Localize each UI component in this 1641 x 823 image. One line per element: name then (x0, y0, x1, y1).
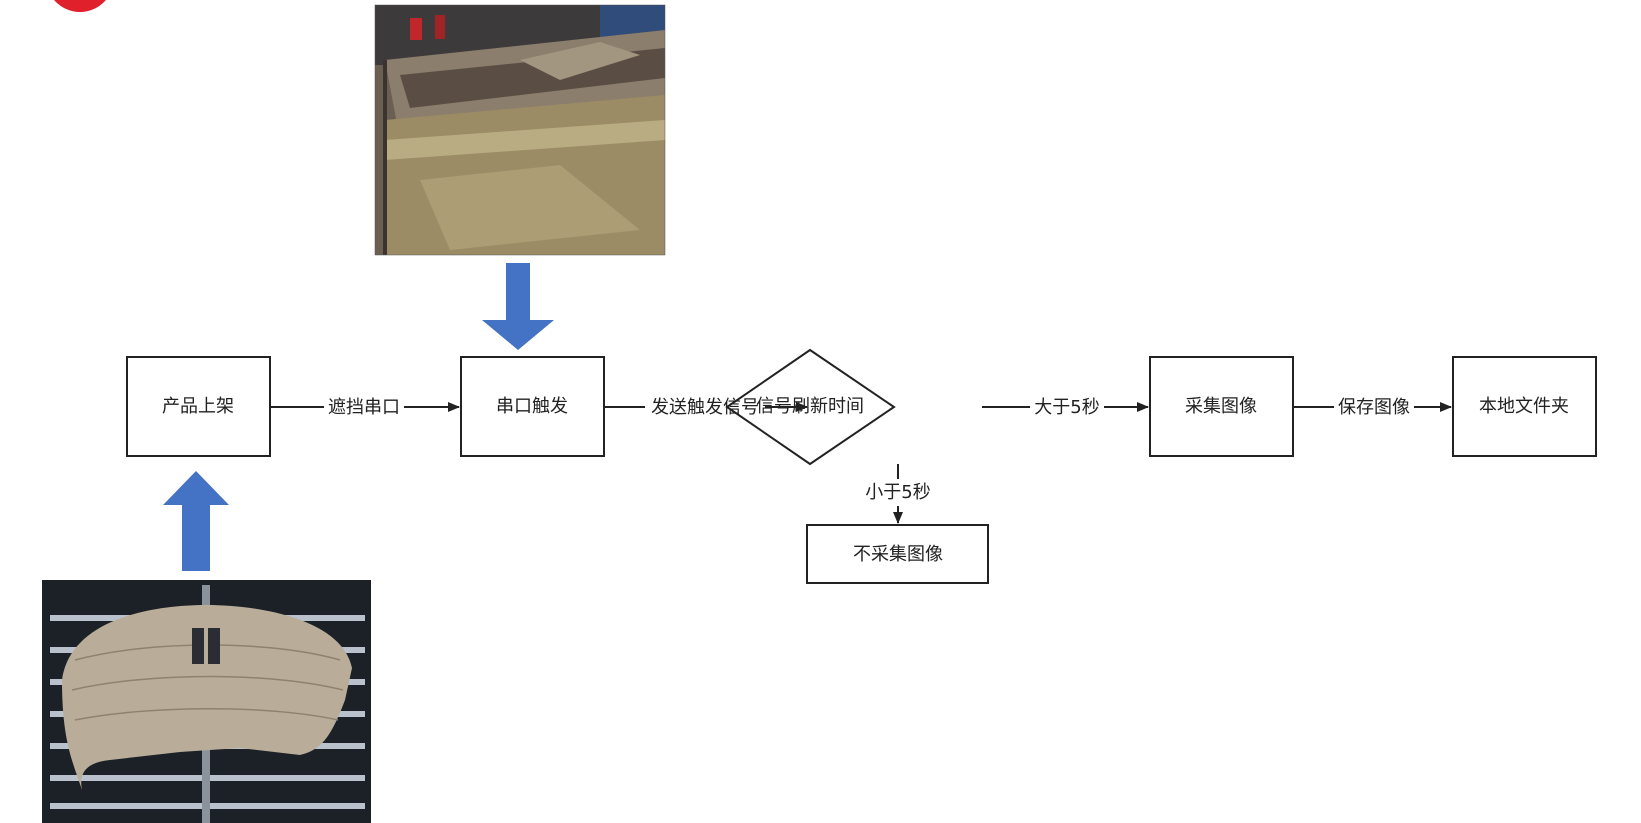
node-capture-image: 采集图像 (1149, 356, 1294, 457)
node-product-on-shelf-label: 产品上架 (162, 396, 234, 417)
edge-less-than-5s-label: 小于5秒 (865, 482, 930, 503)
edge-block-serial: 遮挡串口 (270, 397, 460, 418)
node-capture-image-label: 采集图像 (1185, 396, 1257, 417)
red-corner-shape (54, 0, 106, 12)
edge-send-trigger-signal: 发送触发信号 (604, 397, 808, 418)
product-photo (42, 580, 371, 823)
node-no-capture-label: 不采集图像 (853, 544, 943, 565)
edge-send-trigger-signal-label: 发送触发信号 (651, 397, 759, 418)
node-local-folder-label: 本地文件夹 (1479, 396, 1569, 417)
up-block-arrow (163, 471, 229, 571)
edge-greater-than-5s: 大于5秒 (982, 397, 1149, 418)
node-local-folder: 本地文件夹 (1452, 356, 1597, 457)
node-product-on-shelf: 产品上架 (126, 356, 271, 457)
machine-photo (375, 5, 665, 255)
edge-save-image: 保存图像 (1293, 397, 1452, 418)
node-signal-refresh-time: 信号刷新时间 (725, 348, 896, 466)
node-no-capture: 不采集图像 (806, 524, 989, 584)
down-block-arrow (482, 263, 554, 350)
edge-save-image-label: 保存图像 (1338, 397, 1410, 418)
node-serial-trigger: 串口触发 (460, 356, 605, 457)
edge-block-serial-label: 遮挡串口 (328, 397, 400, 418)
edge-less-than-5s: 小于5秒 (865, 464, 931, 524)
node-serial-trigger-label: 串口触发 (496, 396, 568, 417)
node-signal-refresh-time-label: 信号刷新时间 (756, 396, 864, 417)
edge-greater-than-5s-label: 大于5秒 (1034, 397, 1099, 418)
